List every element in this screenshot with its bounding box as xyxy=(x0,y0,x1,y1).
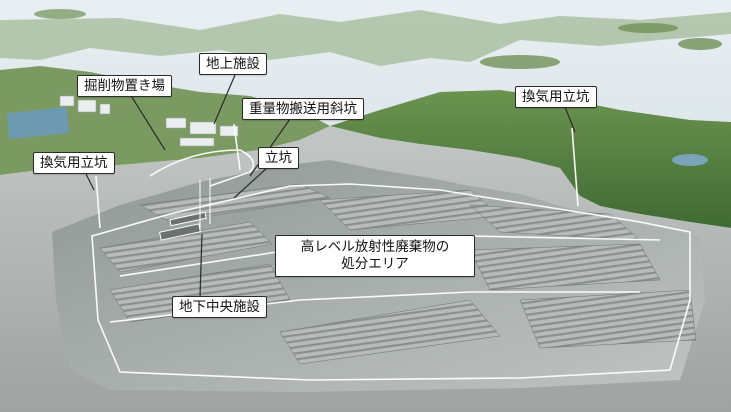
callout-leader-lines xyxy=(85,74,576,298)
ventilation-shaft-left-label: 換気用立坑 xyxy=(33,152,115,174)
pond xyxy=(6,106,70,140)
disposal-trenches xyxy=(99,183,697,365)
main-shaft-label: 立坑 xyxy=(258,147,299,169)
ventilation-shaft-right-label: 換気用立坑 xyxy=(515,86,597,108)
underground-central-facility-label: 地下中央施設 xyxy=(172,296,267,318)
island xyxy=(34,9,86,19)
disposal-area-label: 高レベル放射性廃棄物の 処分エリア xyxy=(275,235,475,277)
underground-central-facility-structure xyxy=(159,178,211,241)
ground-facility-label: 地上施設 xyxy=(199,53,267,75)
island xyxy=(618,23,678,33)
disposal-area-label-line2: 処分エリア xyxy=(341,256,409,272)
ground-facility-buildings xyxy=(59,95,239,147)
excavated-soil-storage-label: 掘削物置き場 xyxy=(77,75,172,97)
forest-pond xyxy=(672,154,708,166)
island xyxy=(678,38,722,50)
disposal-area-label-line1: 高レベル放射性廃棄物の xyxy=(300,239,450,255)
heavy-transport-incline-label: 重量物搬送用斜坑 xyxy=(242,98,364,120)
distant-coastline xyxy=(0,10,731,66)
island xyxy=(480,55,560,69)
forest-right xyxy=(330,90,731,228)
